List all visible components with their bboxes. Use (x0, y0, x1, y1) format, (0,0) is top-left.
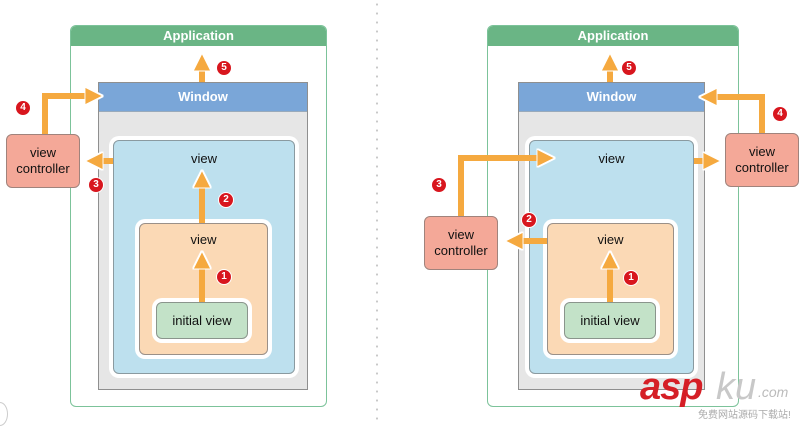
watermark-tagline: 免费网站源码下载站! (698, 410, 791, 421)
application-label: Application (488, 26, 738, 46)
step-badge-4: 4 (15, 100, 31, 116)
view-controller-bottom-box: view controller (424, 216, 498, 270)
view-controller-top-box: view controller (725, 133, 799, 187)
window-label: Window (99, 83, 307, 112)
corner-artifact (0, 402, 8, 426)
step-badge-2: 2 (521, 212, 537, 228)
watermark-domain: .com (758, 384, 789, 400)
step-badge-1: 1 (623, 270, 639, 286)
step-badge-3: 3 (431, 177, 447, 193)
application-label: Application (71, 26, 326, 46)
step-badge-5: 5 (216, 60, 232, 76)
watermark: asp ku .com 免费网站源码下载站! (640, 366, 810, 422)
step-badge-4: 4 (772, 106, 788, 122)
window-label: Window (519, 83, 704, 112)
step-badge-3: 3 (88, 177, 104, 193)
initial-view-box: initial view (156, 302, 248, 339)
step-badge-2: 2 (218, 192, 234, 208)
view-controller-box: view controller (6, 134, 80, 188)
inner-view-label: view (190, 232, 217, 247)
step-badge-5: 5 (621, 60, 637, 76)
outer-view-label: view (598, 151, 625, 166)
watermark-brand-red: asp (640, 366, 703, 408)
outer-view-label: view (190, 151, 217, 166)
inner-view-label: view (597, 232, 624, 247)
dotted-divider (376, 0, 378, 422)
initial-view-box: initial view (564, 302, 656, 339)
step-badge-1: 1 (216, 269, 232, 285)
watermark-brand-grey: ku (716, 366, 757, 408)
